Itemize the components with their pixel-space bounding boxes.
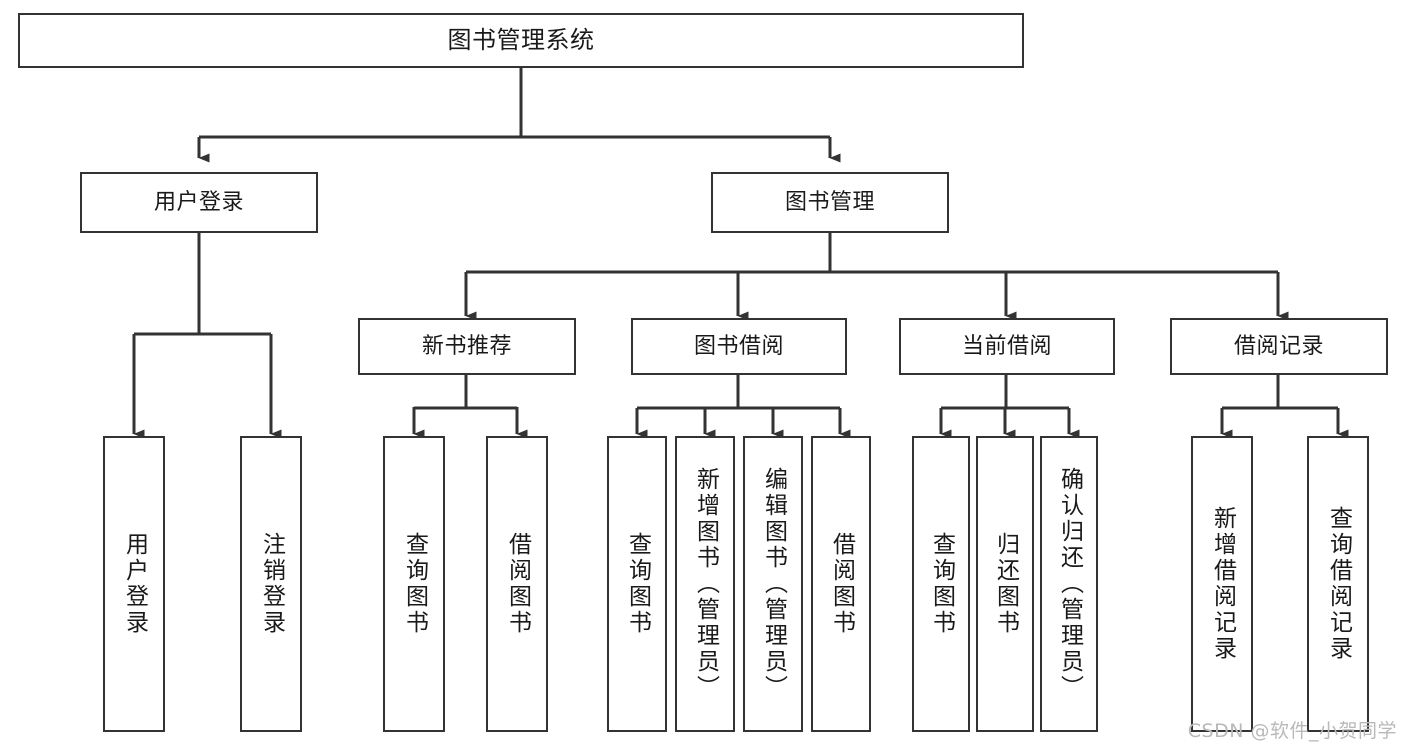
node-leaf-user-login[interactable]: 用户登录 xyxy=(103,436,165,732)
node-leaf-cur-return-book[interactable]: 归还图书 xyxy=(976,436,1034,732)
csdn-watermark: CSDN @软件_小贺同学 xyxy=(1187,720,1397,742)
node-label: 注销登录 xyxy=(258,532,285,636)
node-label: 当前借阅 xyxy=(961,333,1052,359)
node-label: 新书推荐 xyxy=(421,333,512,359)
node-leaf-rec-add-record[interactable]: 新增借阅记录 xyxy=(1191,436,1253,732)
node-label: 归还图书 xyxy=(992,532,1019,636)
node-label: 查询图书 xyxy=(624,532,651,636)
node-leaf-cur-query-book[interactable]: 查询图书 xyxy=(912,436,970,732)
node-leaf-brw-add-book[interactable]: 新增图书（管理员） xyxy=(675,436,735,732)
node-label: 图书管理 xyxy=(784,189,875,215)
node-label: 用户登录 xyxy=(153,189,244,215)
node-root-system[interactable]: 图书管理系统 xyxy=(18,13,1024,68)
node-leaf-brw-query-book[interactable]: 查询图书 xyxy=(607,436,667,732)
node-book-borrow[interactable]: 图书借阅 xyxy=(631,318,847,375)
node-borrow-record[interactable]: 借阅记录 xyxy=(1170,318,1388,375)
node-user-login[interactable]: 用户登录 xyxy=(80,172,318,233)
node-leaf-cur-confirm[interactable]: 确认归还（管理员） xyxy=(1040,436,1098,732)
node-label: 编辑图书（管理员） xyxy=(760,467,787,701)
node-book-manage[interactable]: 图书管理 xyxy=(711,172,949,233)
node-label: 新增图书（管理员） xyxy=(692,467,719,701)
node-label: 用户登录 xyxy=(121,532,148,636)
node-label: 查询借阅记录 xyxy=(1325,506,1352,662)
node-leaf-rec-query-book[interactable]: 查询图书 xyxy=(383,436,445,732)
node-label: 新增借阅记录 xyxy=(1209,506,1236,662)
node-leaf-brw-borrow-book[interactable]: 借阅图书 xyxy=(811,436,871,732)
node-label: 查询图书 xyxy=(928,532,955,636)
node-leaf-rec-query-record[interactable]: 查询借阅记录 xyxy=(1307,436,1369,732)
node-label: 确认归还（管理员） xyxy=(1056,467,1083,701)
node-label: 图书借阅 xyxy=(693,333,784,359)
node-label: 查询图书 xyxy=(401,532,428,636)
node-new-book-rec[interactable]: 新书推荐 xyxy=(358,318,576,375)
node-leaf-brw-edit-book[interactable]: 编辑图书（管理员） xyxy=(743,436,803,732)
node-label: 借阅图书 xyxy=(828,532,855,636)
node-leaf-rec-borrow-book[interactable]: 借阅图书 xyxy=(486,436,548,732)
node-label: 借阅记录 xyxy=(1233,333,1324,359)
node-label: 借阅图书 xyxy=(504,532,531,636)
node-label: 图书管理系统 xyxy=(447,26,595,55)
node-leaf-user-logout[interactable]: 注销登录 xyxy=(240,436,302,732)
node-current-borrow[interactable]: 当前借阅 xyxy=(899,318,1115,375)
